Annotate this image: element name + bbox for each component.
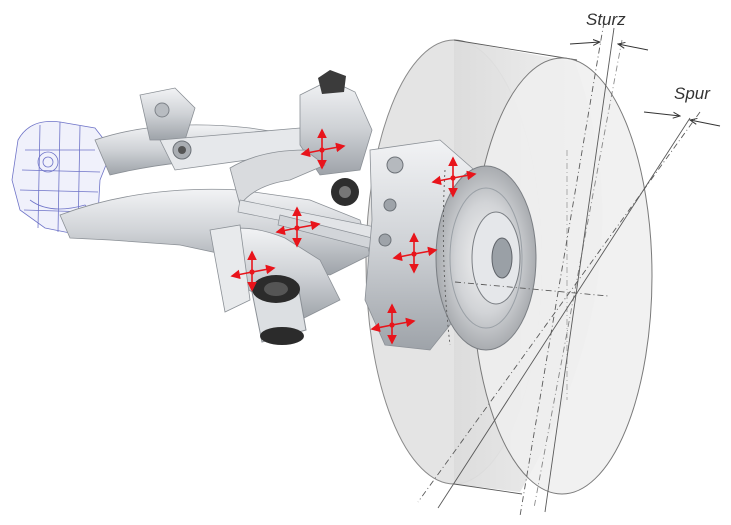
rear-axle-assembly: [59, 70, 481, 351]
four-way-arrow-icon: [230, 250, 276, 292]
camber-angle-indicator: [569, 42, 649, 51]
four-way-arrow-icon: [275, 206, 321, 248]
wheel-center-crosshair: [454, 150, 609, 400]
rubber-bushing: [251, 275, 307, 345]
camber-label: Sturz: [586, 10, 626, 29]
four-way-arrow-icon: [300, 128, 346, 170]
toe-label: Spur: [674, 84, 711, 103]
toe-axis-lines: [417, 111, 701, 509]
brake-disc: [435, 165, 537, 351]
four-way-arrow-icon: [392, 232, 438, 274]
camber-axis-lines: [519, 21, 623, 517]
four-way-arrow-icon: [370, 303, 416, 345]
adjustment-arrows: [230, 128, 477, 345]
toe-angle-indicator: [643, 111, 721, 127]
four-way-arrow-icon: [431, 156, 477, 198]
